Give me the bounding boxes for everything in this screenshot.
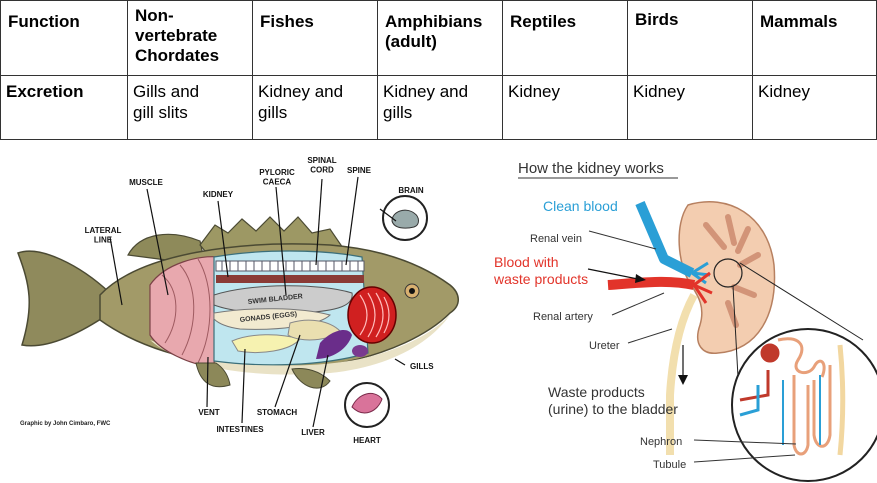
label-clean-blood: Clean blood — [543, 198, 618, 214]
fish-belly — [150, 315, 450, 375]
table-cell: Kidney — [758, 82, 810, 101]
label-intestines: INTESTINES — [216, 425, 264, 434]
label-ureter: Ureter — [589, 340, 620, 352]
table-column-divider — [752, 0, 754, 140]
table-column-divider — [627, 0, 629, 140]
table-header-cell: Function — [8, 12, 80, 31]
table-header-cell: Non- vertebrate Chordates — [135, 6, 220, 65]
table-header-cell: Reptiles — [510, 12, 577, 31]
table-header-cell: Mammals — [760, 12, 838, 31]
liver-organ — [316, 329, 352, 359]
table-cell: Kidney — [508, 82, 560, 101]
renal-vein-vessel — [635, 201, 695, 278]
fish-credit: Graphic by John Cimbaro, FWC — [20, 421, 111, 427]
table-row-divider — [0, 0, 877, 2]
spine-vertebrae — [215, 260, 365, 272]
nephron-structure — [739, 337, 846, 456]
label-stomach: STOMACH — [257, 408, 298, 417]
table-cell: Kidney — [633, 82, 685, 101]
table-row-divider — [0, 75, 877, 77]
excretion-table: Function Non- vertebrate Chordates Fishes A… — [0, 0, 877, 141]
heart-organ — [352, 345, 368, 357]
fish-tail — [17, 250, 111, 347]
label-waste-products: Waste products(urine) to the bladder — [548, 384, 678, 417]
label-muscle: MUSCLE — [129, 178, 163, 187]
table-column-divider — [0, 0, 2, 140]
label-renal-artery: Renal artery — [533, 311, 593, 323]
table-cell: Gills and gill slits — [133, 82, 200, 122]
label-vent: VENT — [198, 408, 219, 417]
table-column-divider — [127, 0, 129, 140]
table-column-divider — [377, 0, 379, 140]
renal-artery-vessel — [607, 276, 696, 290]
table-column-divider — [502, 0, 504, 140]
kidney-organ — [678, 201, 776, 354]
label-liver: LIVER — [301, 428, 325, 437]
kidney-diagram: How the kidney works Clean blood Rena — [493, 160, 877, 482]
label-renal-vein: Renal vein — [530, 233, 582, 245]
label-heart: HEART — [353, 436, 381, 445]
table-cell: Kidney and gills — [258, 82, 344, 122]
table-header-cell: Fishes — [260, 12, 314, 31]
ureter-tube — [666, 293, 698, 455]
table-row-label: Excretion — [6, 82, 84, 101]
label-spine: SPINE — [347, 166, 372, 175]
label-gills: GILLS — [410, 362, 434, 371]
table-header-cell: Amphibians (adult) — [385, 12, 483, 51]
label-nephron: Nephron — [640, 436, 682, 448]
table-header-cell: Birds — [635, 10, 679, 29]
label-kidney: KIDNEY — [203, 190, 234, 199]
kidney-title: How the kidney works — [518, 160, 664, 177]
table-column-divider — [875, 0, 877, 140]
label-brain: BRAIN — [398, 186, 424, 195]
table-cell: Kidney and gills — [383, 82, 469, 122]
table-row-divider — [0, 139, 877, 141]
table-column-divider — [252, 0, 254, 140]
gills-organ — [347, 286, 397, 344]
fish-kidney-organ — [216, 275, 364, 283]
label-tubule: Tubule — [653, 459, 686, 471]
